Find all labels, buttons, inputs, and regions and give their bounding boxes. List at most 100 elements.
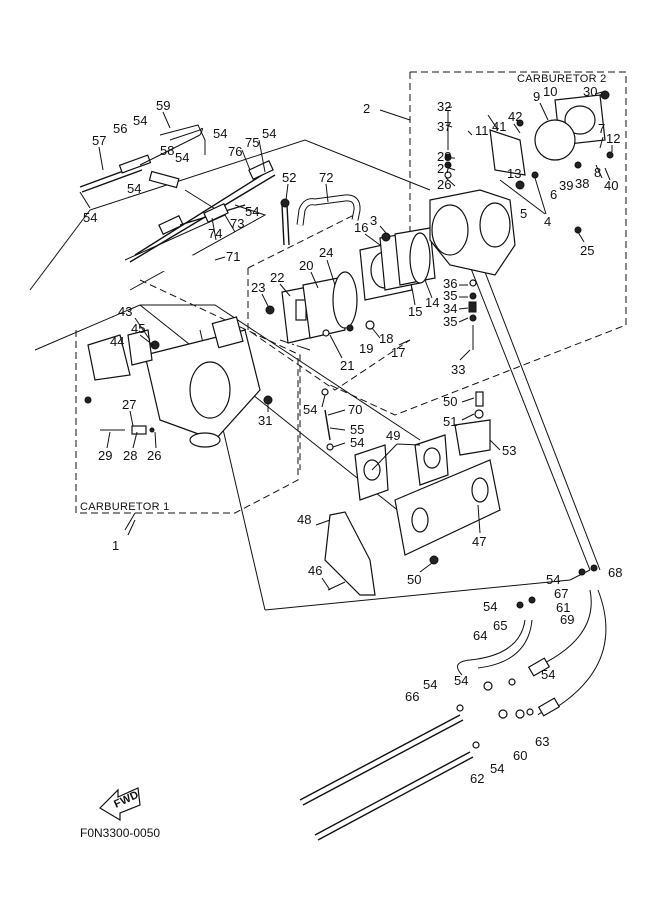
callout-26-carb1: 26 bbox=[147, 448, 161, 463]
callout-59: 59 bbox=[156, 98, 170, 113]
callout-leader-lines bbox=[79, 91, 613, 591]
callout-20: 20 bbox=[299, 258, 313, 273]
callout-49: 49 bbox=[386, 428, 400, 443]
callout-30: 30 bbox=[583, 84, 597, 99]
callout-3: 3 bbox=[370, 213, 377, 228]
callout-18: 18 bbox=[379, 331, 393, 346]
callout-56: 56 bbox=[113, 121, 127, 136]
callout-54-c: 54 bbox=[262, 126, 276, 141]
callout-1: 1 bbox=[112, 538, 119, 553]
hose-assembly-upper-left bbox=[79, 124, 276, 291]
callout-24: 24 bbox=[319, 245, 333, 260]
callout-50-lower: 50 bbox=[407, 572, 421, 587]
callout-55: 55 bbox=[350, 422, 364, 437]
callout-52: 52 bbox=[282, 170, 296, 185]
callout-54-g: 54 bbox=[245, 204, 259, 219]
callout-9: 9 bbox=[533, 89, 540, 104]
callout-58: 58 bbox=[160, 143, 174, 158]
callout-29: 29 bbox=[98, 448, 112, 463]
callout-38: 38 bbox=[575, 176, 589, 191]
callout-13: 13 bbox=[507, 166, 521, 181]
callout-28-carb1: 28 bbox=[123, 448, 137, 463]
reed-valve-boundary bbox=[247, 268, 411, 391]
callout-54-o: 54 bbox=[490, 761, 504, 776]
callout-22: 22 bbox=[270, 270, 284, 285]
callout-69: 69 bbox=[560, 612, 574, 627]
carburetor-1-boundary: CARBURETOR 1 bbox=[75, 330, 299, 514]
callout-4: 4 bbox=[544, 214, 551, 229]
forward-direction-badge: FWD bbox=[99, 787, 141, 822]
callout-39: 39 bbox=[559, 178, 573, 193]
callout-44: 44 bbox=[110, 334, 124, 349]
callout-28-carb2: 28 bbox=[437, 149, 451, 164]
callout-76: 76 bbox=[228, 144, 242, 159]
callout-12: 12 bbox=[606, 131, 620, 146]
callout-21: 21 bbox=[340, 358, 354, 373]
callout-68: 68 bbox=[608, 565, 622, 580]
callout-54-h: 54 bbox=[303, 402, 317, 417]
callout-37: 37 bbox=[437, 119, 451, 134]
callout-54-d: 54 bbox=[175, 150, 189, 165]
carburetor-2-label: CARBURETOR 2 bbox=[517, 73, 607, 85]
callout-60: 60 bbox=[513, 748, 527, 763]
callout-46: 46 bbox=[308, 563, 322, 578]
callout-53: 53 bbox=[502, 443, 516, 458]
callout-62: 62 bbox=[470, 771, 484, 786]
carburetor-2-body bbox=[429, 90, 614, 350]
carburetor-2-boundary: CARBURETOR 2 bbox=[329, 71, 627, 416]
callout-73: 73 bbox=[230, 216, 244, 231]
callout-65: 65 bbox=[493, 618, 507, 633]
callout-61: 61 bbox=[556, 600, 570, 615]
callout-50-upper: 50 bbox=[443, 394, 457, 409]
callout-35-upper: 35 bbox=[443, 288, 457, 303]
callout-19: 19 bbox=[359, 341, 373, 356]
callout-14: 14 bbox=[425, 295, 439, 310]
callout-51: 51 bbox=[443, 414, 457, 429]
callout-72: 72 bbox=[319, 170, 333, 185]
callout-54-n: 54 bbox=[423, 677, 437, 692]
callout-54-l: 54 bbox=[454, 673, 468, 688]
callout-7: 7 bbox=[598, 121, 605, 136]
callout-54-e: 54 bbox=[127, 181, 141, 196]
callout-33: 33 bbox=[451, 362, 465, 377]
callout-54-f: 54 bbox=[83, 210, 97, 225]
callout-63: 63 bbox=[535, 734, 549, 749]
lower-hose-assembly bbox=[299, 564, 607, 841]
callout-27-carb1: 27 bbox=[122, 397, 136, 412]
callout-11: 11 bbox=[475, 123, 489, 138]
callout-54-j: 54 bbox=[546, 572, 560, 587]
callout-36: 36 bbox=[443, 276, 457, 291]
callout-54-m: 54 bbox=[541, 667, 555, 682]
callout-34: 34 bbox=[443, 301, 457, 316]
callout-27-carb2: 27 bbox=[437, 161, 451, 176]
carburetor-1-body bbox=[84, 316, 273, 448]
callout-25: 25 bbox=[580, 243, 594, 258]
callout-75: 75 bbox=[245, 135, 259, 150]
callout-57: 57 bbox=[92, 133, 106, 148]
reed-valve-assembly bbox=[265, 227, 436, 344]
callout-41: 41 bbox=[492, 119, 506, 134]
carburetor-1-label: CARBURETOR 1 bbox=[80, 501, 170, 513]
callout-32: 32 bbox=[437, 99, 451, 114]
callout-5: 5 bbox=[520, 206, 527, 221]
callout-16: 16 bbox=[354, 220, 368, 235]
callout-26-carb2: 26 bbox=[437, 177, 451, 192]
callout-17: 17 bbox=[391, 345, 405, 360]
callout-6: 6 bbox=[550, 187, 557, 202]
callout-54-a: 54 bbox=[133, 113, 147, 128]
callout-40: 40 bbox=[604, 178, 618, 193]
callout-23: 23 bbox=[251, 280, 265, 295]
callout-labels: 1 2 3 4 5 6 7 8 9 10 11 12 13 14 15 16 1… bbox=[83, 84, 622, 786]
callout-71: 71 bbox=[226, 249, 240, 264]
callout-66: 66 bbox=[405, 689, 419, 704]
callout-15: 15 bbox=[408, 304, 422, 319]
callout-42: 42 bbox=[508, 109, 522, 124]
figure-code: F0N3300-0050 bbox=[80, 826, 160, 840]
callout-64: 64 bbox=[473, 628, 487, 643]
callout-54-i: 54 bbox=[350, 435, 364, 450]
callout-67: 67 bbox=[554, 586, 568, 601]
callout-70: 70 bbox=[348, 402, 362, 417]
intake-manifold-assembly bbox=[321, 329, 501, 596]
callout-54-b: 54 bbox=[213, 126, 227, 141]
